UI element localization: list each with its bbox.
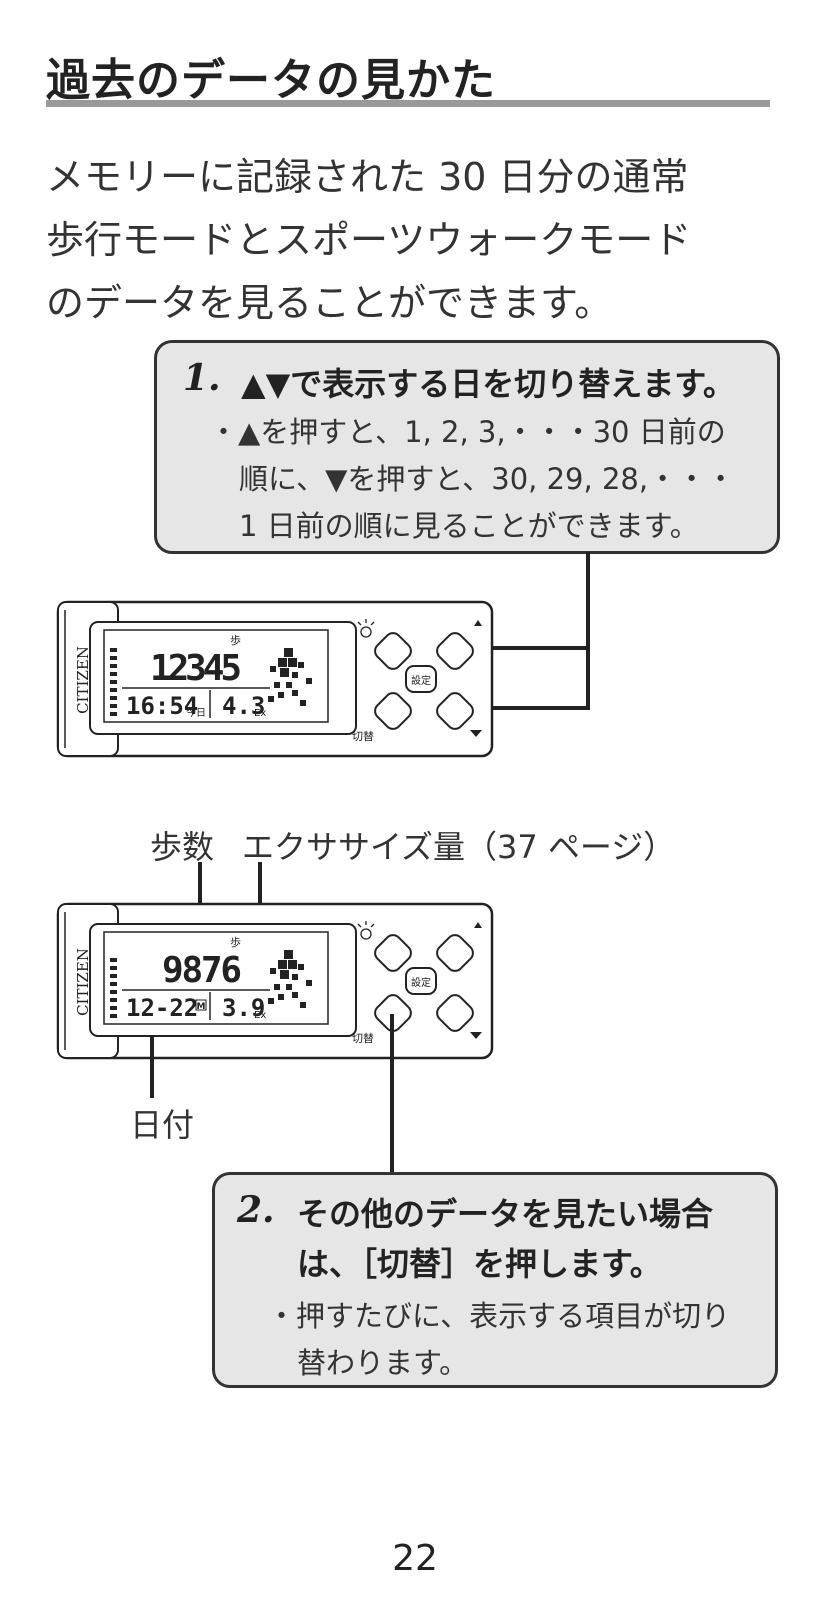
walker-icon — [268, 950, 312, 1008]
switch-label: 切替 — [352, 1031, 374, 1045]
steps-value: 12345 — [150, 648, 242, 689]
pedometer-device-1: CITIZEN 歩 12345 16:54 今日 4.3 Ex 設定 切替 — [56, 600, 494, 758]
date-callout-line — [150, 1036, 154, 1098]
step2-bullet-line: ・押すたびに、表示する項目が切り — [267, 1299, 731, 1333]
triangle-down-icon — [470, 730, 482, 737]
ex-value: 3.9 — [222, 994, 265, 1022]
up-button[interactable] — [434, 630, 476, 672]
step1-connector-down — [462, 706, 590, 710]
steps-unit: 歩 — [230, 633, 241, 647]
step1-connector — [586, 552, 590, 710]
step1-connector-up — [462, 646, 590, 650]
ex-value: 4.3 — [222, 692, 265, 720]
set-button[interactable] — [405, 665, 437, 693]
light-button[interactable] — [372, 932, 414, 974]
set-button-label: 設定 — [411, 976, 431, 989]
light-icon — [357, 921, 375, 940]
steps-callout: 歩数 — [150, 828, 215, 866]
set-button[interactable] — [405, 967, 437, 995]
triangle-down-icon — [470, 1032, 482, 1039]
intro-paragraph: メモリーに記録された 30 日分の通常 歩行モードとスポーツウォークモード のデ… — [46, 146, 786, 335]
step1-bullet-line: 1 日前の順に見ることができます。 — [239, 509, 699, 543]
page-title: 過去のデータの見かた — [46, 55, 496, 106]
step2-heading-line: は、［切替］を押します。 — [297, 1245, 662, 1283]
down-button[interactable] — [434, 690, 476, 732]
step1-heading: ▲▼で表示する日を切り替えます。 — [241, 365, 736, 403]
date-value: 12-22 — [126, 994, 198, 1022]
step2-number: 2. — [237, 1189, 275, 1231]
time-value: 16:54 — [126, 692, 198, 720]
step2-bullet-line: 替わります。 — [297, 1346, 469, 1380]
step2-box: 2. その他のデータを見たい場合 は、［切替］を押します。 ・押すたびに、表示す… — [212, 1172, 778, 1388]
steps-unit: 歩 — [230, 935, 241, 949]
step1-box: 1. ▲▼で表示する日を切り替えます。 ・▲を押すと、1, 2, 3,・・・30… — [154, 340, 780, 554]
triangle-up-icon — [474, 922, 482, 928]
device2-brand: CITIZEN — [74, 948, 92, 1016]
up-button[interactable] — [434, 932, 476, 974]
battery-bars-icon — [110, 648, 117, 716]
switch-button[interactable] — [372, 690, 414, 732]
ex-unit: Ex — [254, 708, 266, 719]
step2-heading: その他のデータを見たい場合 は、［切替］を押します。 — [297, 1189, 713, 1289]
intro-line: 歩行モードとスポーツウォークモード — [46, 218, 692, 262]
step2-bullet: ・押すたびに、表示する項目が切り 替わります。 — [267, 1293, 730, 1387]
device1-brand: CITIZEN — [74, 646, 92, 714]
triangle-up-icon — [474, 620, 482, 626]
exercise-callout: エクササイズ量（37 ページ） — [242, 828, 676, 866]
switch-button[interactable] — [372, 992, 414, 1034]
step1-bullet-line: 順に、▼を押すと、30, 29, 28,・・・ — [239, 462, 736, 496]
switch-label: 切替 — [352, 729, 374, 743]
down-button[interactable] — [434, 992, 476, 1034]
walker-icon — [268, 648, 312, 706]
step1-number: 1. — [183, 357, 221, 399]
step2-heading-line: その他のデータを見たい場合 — [297, 1195, 714, 1233]
light-button[interactable] — [372, 630, 414, 672]
step1-bullet: ・▲を押すと、1, 2, 3,・・・30 日前の 順に、▼を押すと、30, 29… — [209, 409, 735, 550]
pedometer-device-2: CITIZEN 歩 9876 12-22 M 3.9 Ex 設定 切替 — [56, 902, 494, 1060]
title-underline — [46, 100, 770, 107]
ex-unit: Ex — [254, 1010, 266, 1021]
mode-badge: M — [197, 1002, 206, 1012]
set-button-label: 設定 — [411, 674, 431, 687]
battery-bars-icon — [110, 958, 117, 1018]
page-number: 22 — [392, 1538, 438, 1579]
date-callout: 日付 — [130, 1106, 195, 1144]
step1-bullet-line: ・▲を押すと、1, 2, 3,・・・30 日前の — [209, 415, 726, 449]
intro-line: のデータを見ることができます。 — [46, 281, 613, 325]
steps-value: 9876 — [162, 950, 242, 991]
intro-line: メモリーに記録された 30 日分の通常 — [46, 155, 689, 199]
light-icon — [357, 619, 375, 638]
step2-connector — [390, 1014, 394, 1174]
time-label: 今日 — [186, 706, 206, 719]
